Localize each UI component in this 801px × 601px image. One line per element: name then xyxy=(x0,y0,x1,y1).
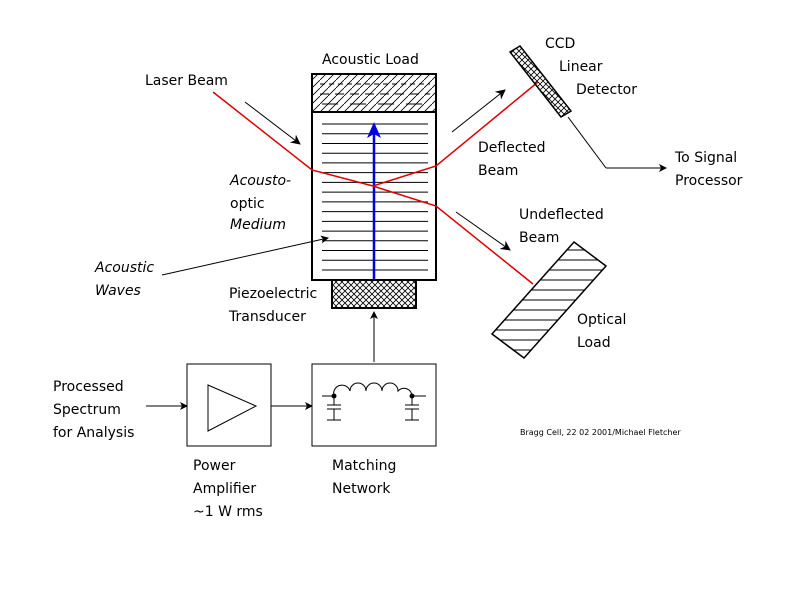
amplifier-label-line1: Power xyxy=(193,458,236,474)
amplifier-triangle-icon xyxy=(207,384,258,432)
ccd-linear-detector xyxy=(508,45,573,118)
deflected-beam-label-line2: Beam xyxy=(478,163,518,179)
acoustic-waves-label-line1: Acoustic xyxy=(94,260,154,276)
laser-beam-path xyxy=(212,81,539,285)
acoustic-load-dashes xyxy=(320,83,430,105)
optical-load-label-line1: Optical xyxy=(577,312,626,328)
matching-network-block xyxy=(311,363,437,447)
detector-signal-line xyxy=(567,116,607,169)
input-label-line1: Processed xyxy=(53,379,124,395)
medium-label-line3: Medium xyxy=(230,217,286,233)
piezoelectric-transducer xyxy=(331,279,417,309)
medium-label-line1: Acousto- xyxy=(229,173,291,189)
undeflected-direction-arrow xyxy=(455,211,511,251)
acoustic-propagation-arrow xyxy=(367,122,381,280)
deflected-beam-label-line1: Deflected xyxy=(478,140,546,156)
input-label-line3: for Analysis xyxy=(53,425,134,441)
optical-load-label-line2: Load xyxy=(577,335,611,351)
undeflected-beam-label-line2: Beam xyxy=(519,230,559,246)
acoustic-waves-label-line2: Waves xyxy=(95,283,141,299)
optical-load xyxy=(490,240,608,360)
network-label-line2: Network xyxy=(332,481,391,497)
incident-beam xyxy=(212,91,374,187)
deflected-beam xyxy=(372,81,539,187)
undeflected-beam-label-line1: Undeflected xyxy=(519,207,604,223)
transducer-label-line1: Piezoelectric xyxy=(229,286,317,302)
amplifier-label-line3: ~1 W rms xyxy=(193,504,263,520)
ccd-label-line2: Linear xyxy=(559,59,603,75)
transducer-label-line2: Transducer xyxy=(228,309,306,325)
signal-processor-label-line1: To Signal xyxy=(674,150,737,166)
power-amplifier-block xyxy=(186,363,272,447)
medium-label-line2: optic xyxy=(230,196,265,212)
lc-circuit-icon xyxy=(322,382,426,421)
credit-text: Bragg Cell, 22 02 2001/Michael Fletcher xyxy=(520,428,681,437)
network-label-line1: Matching xyxy=(332,458,396,474)
laser-beam-label: Laser Beam xyxy=(145,73,228,89)
ccd-label-line3: Detector xyxy=(576,82,637,98)
ccd-label-line1: CCD xyxy=(545,36,575,52)
input-label-line2: Spectrum xyxy=(53,402,121,418)
acoustic-waves-pointer xyxy=(161,235,329,276)
acoustic-load-label: Acoustic Load xyxy=(322,52,419,68)
acoustic-load xyxy=(311,73,437,113)
undeflected-beam xyxy=(372,185,534,285)
deflected-direction-arrow xyxy=(451,89,506,133)
signal-processor-label-line2: Processor xyxy=(675,173,743,189)
laser-direction-arrow xyxy=(244,101,301,145)
amplifier-label-line2: Amplifier xyxy=(193,481,256,497)
